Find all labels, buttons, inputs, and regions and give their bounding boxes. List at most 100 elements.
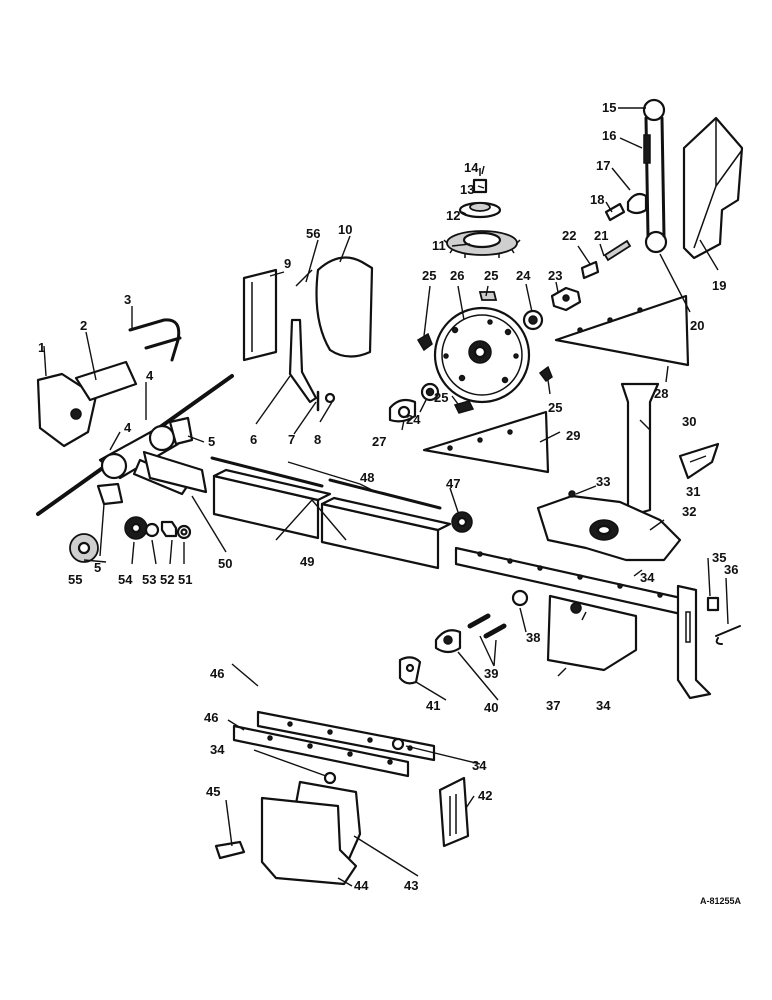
callout-52: 52	[160, 572, 174, 587]
plate-knocker-lower	[453, 400, 475, 414]
callout-21: 21	[594, 228, 608, 243]
callout-46-lower: 46	[204, 710, 218, 725]
callout-28: 28	[654, 386, 668, 401]
callout-45: 45	[206, 784, 220, 799]
callout-50: 50	[218, 556, 232, 571]
plate-knocker	[538, 365, 553, 383]
callout-24-upper: 24	[516, 268, 531, 283]
u-bolt	[128, 318, 182, 362]
callout-39: 39	[484, 666, 498, 681]
callout-2: 2	[80, 318, 87, 333]
frame-plate	[546, 594, 638, 672]
leader-lines	[43, 107, 729, 887]
callout-37: 37	[546, 698, 560, 713]
callout-51: 51	[178, 572, 192, 587]
callout-labels: 14 13 12 11 15 16 17 18 19 20 21 22 23 2…	[38, 100, 738, 893]
callout-47: 47	[446, 476, 460, 491]
shield-upper	[554, 294, 690, 367]
callout-27: 27	[372, 434, 386, 449]
chain-assembly	[550, 98, 668, 312]
shoe-44	[260, 796, 358, 886]
callout-34-frame: 34	[596, 698, 611, 713]
callout-5-left: 5	[94, 560, 101, 575]
callout-44: 44	[354, 878, 369, 893]
callout-3: 3	[124, 292, 131, 307]
callout-48: 48	[360, 470, 374, 485]
callout-12: 12	[446, 208, 460, 223]
callout-13: 13	[460, 182, 474, 197]
callout-25-b: 25	[484, 268, 498, 283]
nut-34-mid	[323, 771, 337, 785]
callout-4-lower: 4	[124, 420, 132, 435]
callout-25-c: 25	[548, 400, 562, 415]
callout-38: 38	[526, 630, 540, 645]
bushing-38	[511, 589, 529, 607]
callout-7: 7	[288, 432, 295, 447]
callout-5-right: 5	[208, 434, 215, 449]
hinge-bracket	[142, 450, 208, 494]
mounting-plate	[74, 360, 138, 402]
side-plate	[242, 268, 278, 362]
callout-42: 42	[478, 788, 492, 803]
callout-32: 32	[682, 504, 696, 519]
set-screw-33	[568, 490, 576, 498]
callout-34-bottom-right: 34	[472, 758, 487, 773]
callout-41: 41	[426, 698, 440, 713]
callout-18: 18	[590, 192, 604, 207]
callout-6: 6	[250, 432, 257, 447]
seed-plate	[433, 306, 531, 404]
callout-23: 23	[548, 268, 562, 283]
strap-46-lower	[232, 724, 410, 778]
callout-25-d: 25	[434, 390, 448, 405]
callout-33: 33	[596, 474, 610, 489]
callout-24-lower: 24	[406, 412, 421, 427]
callout-20: 20	[690, 318, 704, 333]
gauge-bracket	[36, 372, 98, 448]
bracket-5-left	[96, 482, 124, 506]
drive-gear-stack	[443, 168, 521, 258]
shank	[676, 584, 712, 700]
pin-36	[715, 625, 741, 645]
spacer-35	[706, 596, 720, 612]
callout-49: 49	[300, 554, 314, 569]
callout-25-a: 25	[422, 268, 436, 283]
callout-14: 14	[464, 160, 479, 175]
pin-39b	[483, 623, 507, 639]
washer-53	[144, 522, 160, 538]
bracket-5-right	[168, 416, 194, 446]
callout-56: 56	[306, 226, 320, 241]
collar-52	[160, 520, 178, 538]
chain-cover	[682, 116, 744, 260]
press-arm	[288, 318, 318, 404]
callout-34-right: 34	[640, 570, 655, 585]
callout-54: 54	[118, 572, 133, 587]
callout-4-upper: 4	[146, 368, 154, 383]
drawing-code: A-81255A	[700, 896, 742, 906]
callout-34-left: 34	[210, 742, 225, 757]
callout-29: 29	[566, 428, 580, 443]
nut-34-bottom	[391, 737, 405, 751]
callout-30: 30	[682, 414, 696, 429]
callout-17: 17	[596, 158, 610, 173]
callout-9: 9	[284, 256, 291, 271]
callout-55: 55	[68, 572, 82, 587]
curved-shoe	[315, 256, 374, 358]
seed-spout	[678, 442, 720, 480]
callout-46-upper: 46	[210, 666, 224, 681]
callout-10: 10	[338, 222, 352, 237]
callout-22: 22	[562, 228, 576, 243]
callout-15: 15	[602, 100, 616, 115]
callout-11: 11	[432, 238, 446, 253]
callout-40: 40	[484, 700, 498, 715]
callout-31: 31	[686, 484, 700, 499]
strap-46-upper	[256, 710, 436, 762]
knockout-clip	[478, 291, 498, 301]
callout-53: 53	[142, 572, 156, 587]
callout-26: 26	[450, 268, 464, 283]
callout-16: 16	[602, 128, 616, 143]
bracket-42	[438, 776, 470, 848]
seed-tube	[620, 382, 660, 518]
callout-36: 36	[724, 562, 738, 577]
callout-35: 35	[712, 550, 726, 565]
